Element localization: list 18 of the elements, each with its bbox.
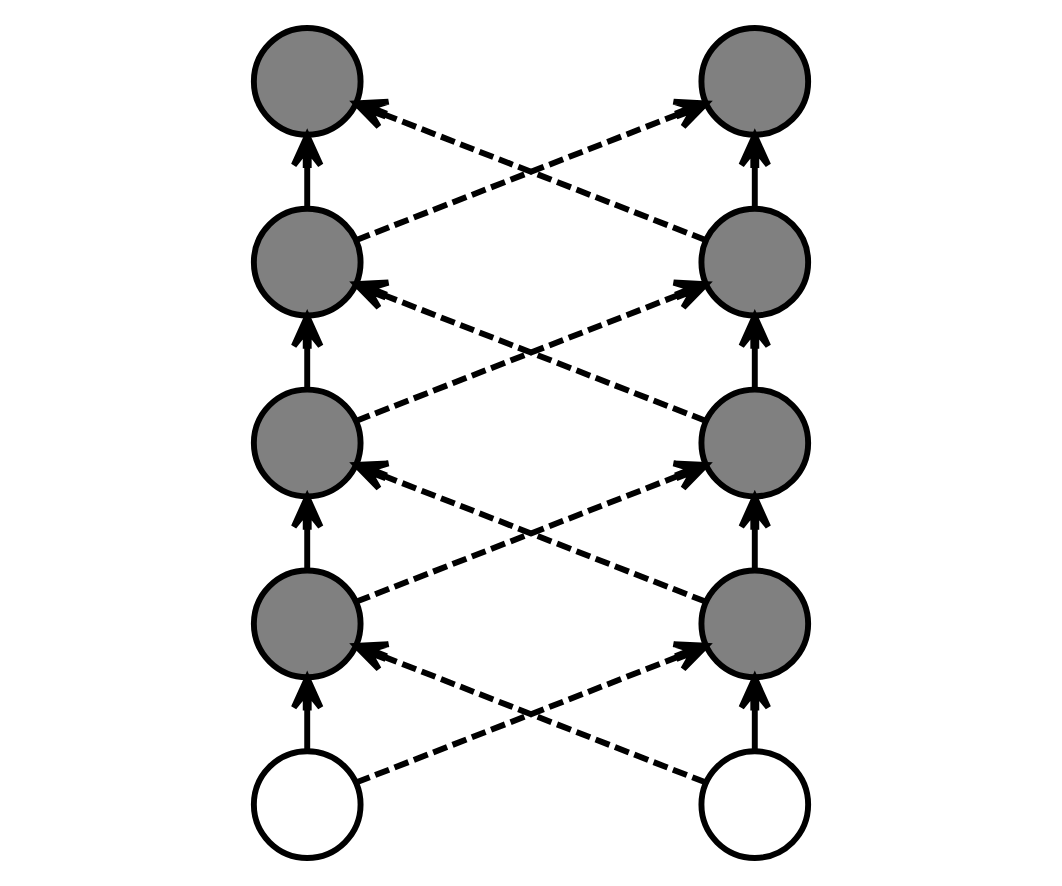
arrow <box>738 494 772 571</box>
arrow <box>738 313 772 390</box>
arrow <box>290 132 324 209</box>
arrow <box>290 494 324 571</box>
node-circle <box>250 386 364 500</box>
node-circle <box>698 386 812 500</box>
arrow <box>738 132 772 209</box>
node-circle <box>698 567 812 681</box>
node-circle <box>698 205 812 319</box>
node-circle <box>698 748 812 861</box>
arrow <box>290 674 324 752</box>
node-circle <box>250 205 364 319</box>
node-circle <box>250 25 364 138</box>
node-circle <box>250 748 364 861</box>
arrow <box>290 313 324 390</box>
node-circle <box>250 567 364 681</box>
arrow <box>738 674 772 752</box>
node-circle <box>698 25 812 138</box>
